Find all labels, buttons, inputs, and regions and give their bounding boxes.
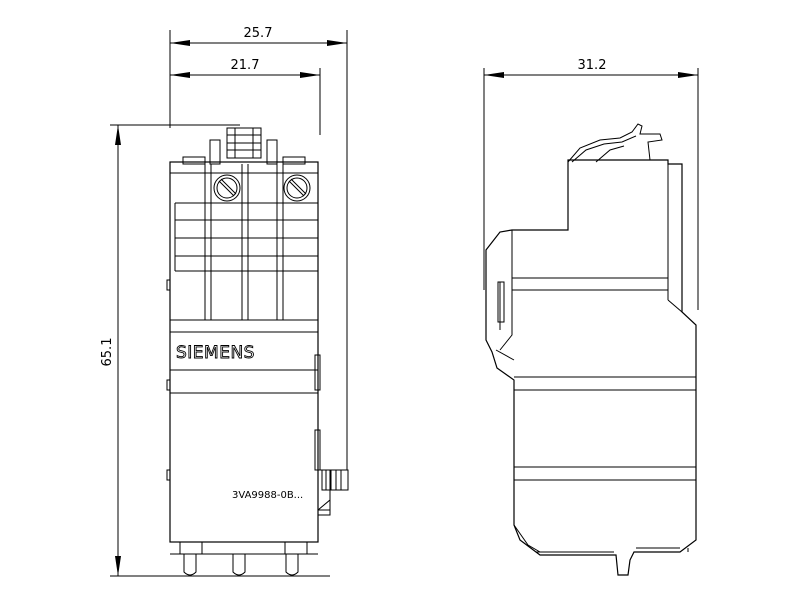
part-number: 3VA9988-0B... (232, 490, 303, 501)
dimension-label-31-2: 31.2 (578, 58, 607, 73)
dimension-front-width-outer: 25.7 (169, 26, 348, 470)
side-view: 31.2 (483, 58, 699, 576)
dimension-label-65-1: 65.1 (100, 338, 115, 367)
dimension-front-width-inner: 21.7 (170, 58, 321, 135)
brand-logo: SIEMENS (176, 343, 255, 363)
dimension-label-21-7: 21.7 (231, 58, 260, 73)
dimension-label-25-7: 25.7 (244, 26, 273, 41)
dimension-front-height: 65.1 (100, 124, 330, 577)
screw-left (213, 174, 241, 202)
screw-right (283, 174, 311, 202)
dimension-side-width: 31.2 (483, 58, 699, 310)
front-view: 25.7 21.7 65.1 (100, 26, 349, 577)
bottom-pins (170, 541, 318, 576)
